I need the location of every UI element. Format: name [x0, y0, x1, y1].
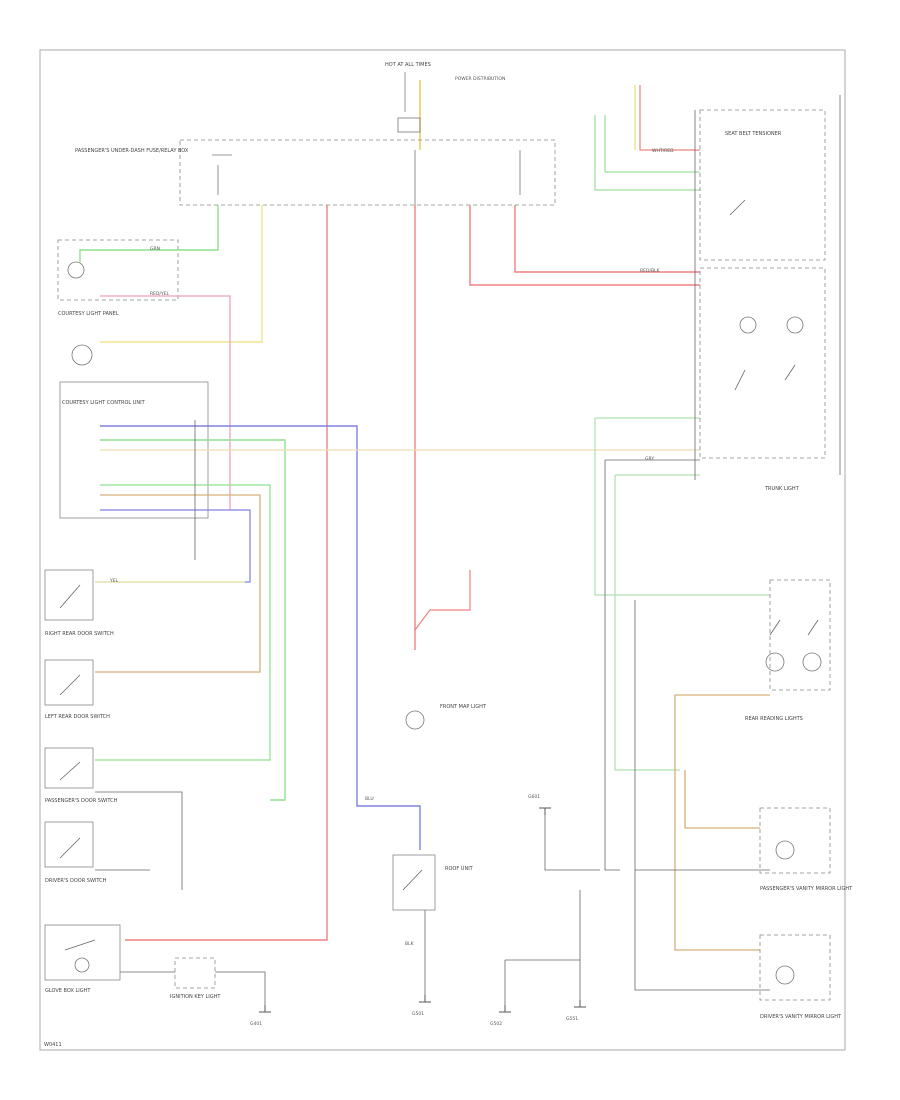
- hot-at-all-times-block: HOT AT ALL TIMES POWER DISTRIBUTION: [385, 62, 505, 150]
- wire-tan: [95, 494, 261, 673]
- wire-green-right-2: [604, 115, 700, 173]
- underhood-fuse-label: PASSENGER'S UNDER-DASH FUSE/RELAY BOX: [75, 148, 189, 154]
- wire-black-6: [544, 815, 600, 871]
- footer-code: W0411: [44, 1042, 62, 1048]
- left-rear-door-switch: LEFT REAR DOOR SWITCH: [44, 659, 110, 720]
- wire-label-gry: GRY: [645, 456, 654, 462]
- dash-panel: COURTESY LIGHT PANEL: [57, 239, 179, 366]
- driver-door-label: DRIVER'S DOOR SWITCH: [45, 878, 107, 884]
- trunk-light-label: TRUNK LIGHT: [764, 486, 800, 492]
- wire-tan-right: [674, 694, 770, 951]
- glove-box-light: GLOVE BOX LIGHT: [44, 924, 121, 994]
- wire-label-blk: BLK: [405, 941, 415, 947]
- driver-door-switch: DRIVER'S DOOR SWITCH: [44, 821, 107, 884]
- ignition-key-label: IGNITION KEY LIGHT: [170, 994, 221, 1000]
- seat-belt-tensioner: SEAT BELT TENSIONER: [699, 109, 826, 261]
- passenger-vanity-label: PASSENGER'S VANITY MIRROR LIGHT: [760, 886, 853, 892]
- underhood-fuse-box: PASSENGER'S UNDER-DASH FUSE/RELAY BOX: [75, 139, 556, 206]
- wire-black-11: [95, 791, 183, 890]
- left-rear-door-label: LEFT REAR DOOR SWITCH: [45, 714, 110, 720]
- wire-label-blu: BLU: [365, 796, 374, 802]
- ground-g601-label: G601: [528, 794, 540, 800]
- driver-vanity-light: DRIVER'S VANITY MIRROR LIGHT: [759, 934, 842, 1020]
- wire-label-red-yel: RED/YEL: [150, 291, 170, 297]
- glove-box-light-label: GLOVE BOX LIGHT: [45, 988, 91, 994]
- reading-lights-label: REAR READING LIGHTS: [745, 716, 803, 722]
- wire-tan-right-2: [684, 770, 760, 829]
- wire-pink: [100, 295, 231, 510]
- wire-red-right-2: [514, 205, 700, 273]
- roof-unit: ROOF UNIT: [392, 854, 474, 911]
- ground-g551: G551: [566, 1000, 586, 1022]
- front-map-light: FRONT MAP LIGHT: [405, 704, 487, 730]
- passenger-door-switch: PASSENGER'S DOOR SWITCH: [44, 747, 118, 804]
- wire-green-ctrl-2: [95, 484, 271, 761]
- wire-green-right-4: [594, 418, 770, 596]
- wire-green-right-6: [614, 475, 680, 771]
- ground-g502: G502: [490, 1005, 511, 1027]
- wire-yellow: [100, 205, 263, 343]
- wire-label-red-blk: RED/BLK: [640, 268, 661, 274]
- wire-green-ctrl: [100, 439, 286, 801]
- wire-black-3: [604, 460, 620, 871]
- wire-blue-2: [95, 509, 251, 583]
- wire-red-right: [469, 205, 700, 286]
- wire-red-trunk: [639, 85, 700, 151]
- ground-g401: G401: [250, 1005, 271, 1027]
- wire-green-dash: [79, 205, 219, 262]
- wire-label-grn: GRN: [150, 246, 160, 252]
- ground-g501: G501: [412, 995, 431, 1017]
- wire-red-center-branch: [414, 570, 471, 631]
- ignition-key-light: IGNITION KEY LIGHT: [170, 957, 221, 1000]
- trunk-light: TRUNK LIGHT: [699, 267, 826, 492]
- dash-panel-label: COURTESY LIGHT PANEL: [58, 311, 119, 317]
- passenger-vanity-light: PASSENGER'S VANITY MIRROR LIGHT: [759, 807, 853, 892]
- front-map-light-label: FRONT MAP LIGHT: [440, 704, 487, 710]
- wire-blue: [100, 425, 421, 850]
- ground-g502-label: G502: [490, 1021, 502, 1027]
- power-dist-label: POWER DISTRIBUTION: [455, 76, 505, 82]
- wire-black-5: [634, 600, 770, 991]
- wire-label-yel: YEL: [109, 578, 119, 584]
- diagram-frame: [39, 49, 846, 1051]
- wire-black-14: [215, 971, 266, 1005]
- driver-vanity-label: DRIVER'S VANITY MIRROR LIGHT: [760, 1014, 842, 1020]
- passenger-door-label: PASSENGER'S DOOR SWITCH: [45, 798, 118, 804]
- ground-g501-label: G501: [412, 1011, 424, 1017]
- ground-g401-label: G401: [250, 1021, 262, 1027]
- roof-unit-label: ROOF UNIT: [445, 866, 474, 872]
- wire-red-main: [125, 205, 328, 941]
- hot-at-all-times-label: HOT AT ALL TIMES: [385, 62, 431, 68]
- ground-g601: G601: [528, 794, 551, 815]
- wire-label-wht-red: WHT/RED: [652, 148, 674, 154]
- right-rear-door-label: RIGHT REAR DOOR SWITCH: [45, 631, 114, 637]
- ground-g551-label: G551: [566, 1016, 578, 1022]
- wire-green-right-1: [594, 115, 700, 191]
- control-unit-label: COURTESY LIGHT CONTROL UNIT: [62, 400, 146, 406]
- reading-lights: REAR READING LIGHTS: [745, 579, 831, 722]
- seat-belt-label: SEAT BELT TENSIONER: [725, 131, 782, 137]
- right-rear-door-switch: RIGHT REAR DOOR SWITCH: [44, 569, 114, 637]
